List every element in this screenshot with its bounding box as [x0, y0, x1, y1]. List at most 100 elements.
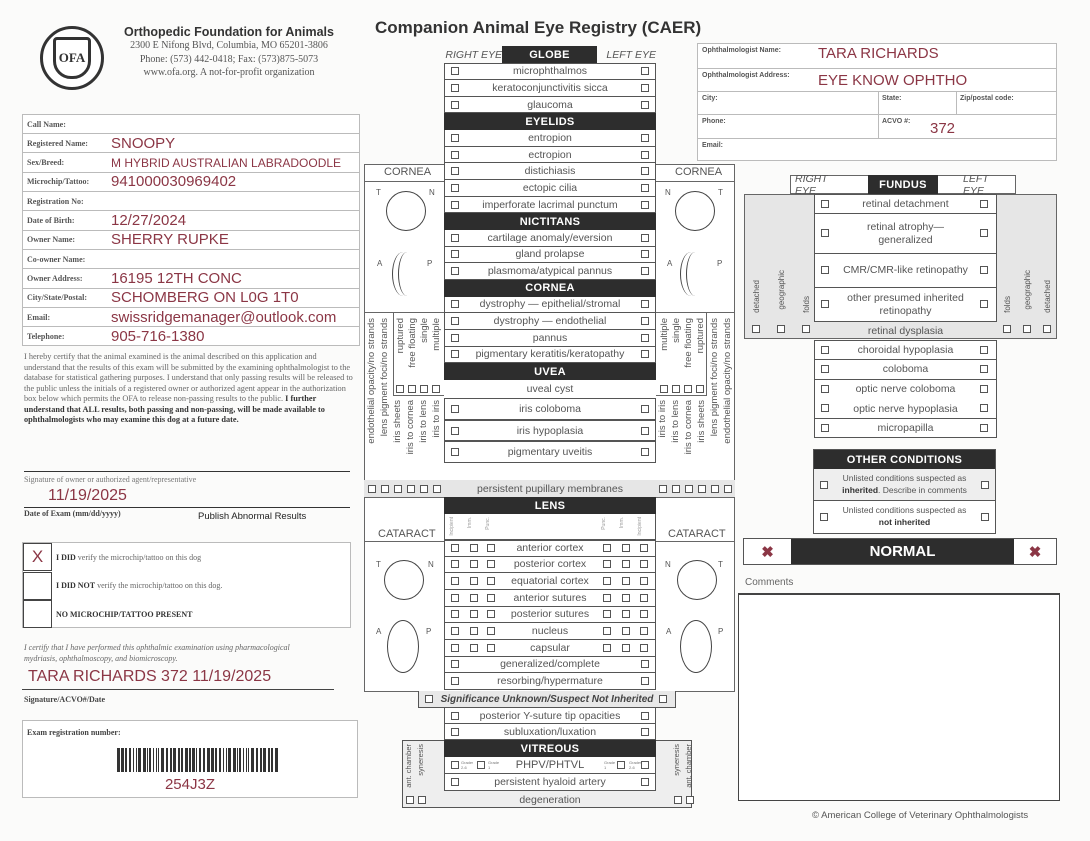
right-eye-grade-checkbox[interactable]	[470, 610, 478, 619]
oph-address-value[interactable]: EYE KNOW OPHTHO	[818, 72, 968, 89]
left-eye-checkbox[interactable]	[980, 346, 988, 354]
cyst-type-right-checkbox[interactable]	[396, 385, 404, 393]
field-value[interactable]: SNOOPY	[111, 134, 176, 152]
right-eye-grade-checkbox[interactable]	[451, 560, 459, 569]
normal-right-checkbox[interactable]: ✖	[744, 539, 791, 564]
oph-email-label[interactable]: Email:	[702, 142, 724, 149]
right-eye-checkbox[interactable]	[451, 150, 459, 159]
right-eye-grade-checkbox[interactable]	[451, 610, 459, 619]
left-eye-checkbox[interactable]	[641, 317, 649, 326]
left-eye-grade-checkbox[interactable]	[603, 544, 611, 553]
oph-zip-label[interactable]: Zip/postal code:	[956, 92, 1014, 114]
left-eye-checkbox[interactable]	[641, 250, 649, 259]
left-eye-checkbox[interactable]	[641, 300, 649, 309]
right-eye-checkbox[interactable]	[821, 200, 829, 208]
field-value[interactable]: 941000030969402	[111, 173, 237, 191]
field-value[interactable]: 905-716-1380	[111, 327, 205, 345]
right-eye-checkbox[interactable]	[451, 133, 459, 142]
ppm-right-checkbox[interactable]	[381, 485, 389, 493]
left-eye-grade-checkbox[interactable]	[622, 593, 630, 602]
left-eye-checkbox[interactable]	[980, 384, 988, 393]
left-eye-checkbox[interactable]	[641, 267, 649, 276]
left-eye-checkbox[interactable]	[641, 233, 649, 242]
ppm-right-checkbox[interactable]	[394, 485, 402, 493]
left-eye-checkbox[interactable]	[641, 711, 649, 720]
left-eye-checkbox[interactable]	[641, 448, 649, 456]
right-eye-checkbox[interactable]	[451, 426, 459, 435]
left-eye-grade-checkbox[interactable]	[640, 577, 648, 586]
cornea-right-crescent[interactable]	[392, 252, 414, 296]
field-value[interactable]: SHERRY RUPKE	[111, 231, 229, 249]
right-eye-grade-checkbox[interactable]	[451, 544, 459, 553]
ophthalmologist-signature[interactable]: TARA RICHARDS 372 11/19/2025	[28, 668, 272, 685]
right-eye-grade-checkbox[interactable]	[487, 544, 495, 553]
right-eye-grade-checkbox[interactable]	[451, 577, 459, 586]
right-eye-checkbox[interactable]	[451, 250, 459, 259]
oph-acvo-value[interactable]: 372	[930, 120, 956, 137]
cyst-type-right-checkbox[interactable]	[420, 385, 428, 393]
left-eye-checkbox[interactable]	[641, 405, 649, 413]
ppm-left-checkbox[interactable]	[672, 485, 680, 493]
left-eye-checkbox[interactable]	[641, 83, 649, 92]
right-eye-checkbox[interactable]	[451, 448, 459, 456]
dysplasia-right-checkbox[interactable]	[802, 325, 810, 333]
dysplasia-right-checkbox[interactable]	[752, 325, 760, 333]
left-eye-grade-checkbox[interactable]	[603, 577, 611, 586]
right-eye-grade-checkbox[interactable]	[487, 643, 495, 652]
left-eye-checkbox[interactable]	[980, 424, 988, 433]
left-eye-grade-checkbox[interactable]	[622, 577, 630, 586]
right-eye-checkbox[interactable]	[451, 83, 459, 92]
cyst-type-left-checkbox[interactable]	[672, 385, 680, 393]
right-eye-grade-checkbox[interactable]	[470, 577, 478, 586]
right-eye-grade-checkbox[interactable]	[470, 544, 478, 553]
vitreous-side-checkbox[interactable]	[418, 796, 426, 804]
right-eye-grade-checkbox[interactable]	[487, 627, 495, 636]
right-eye-checkbox[interactable]	[451, 200, 459, 209]
left-eye-grade-checkbox[interactable]	[603, 560, 611, 569]
right-eye-checkbox[interactable]	[821, 229, 829, 237]
left-eye-checkbox[interactable]	[641, 150, 649, 159]
ppm-right-checkbox[interactable]	[407, 485, 415, 493]
field-value[interactable]: swissridgemanager@outlook.com	[111, 308, 337, 326]
cornea-left-crescent[interactable]	[680, 252, 702, 296]
cornea-right-circle[interactable]	[386, 191, 426, 231]
right-eye-checkbox[interactable]	[451, 660, 459, 669]
left-eye-checkbox[interactable]	[980, 200, 988, 208]
cyst-type-left-checkbox[interactable]	[660, 385, 668, 393]
right-eye-checkbox[interactable]	[451, 67, 459, 76]
right-eye-grade-checkbox[interactable]	[487, 560, 495, 569]
phpv-right-grade1-checkbox[interactable]	[477, 761, 485, 769]
dysplasia-left-checkbox[interactable]	[1043, 325, 1051, 333]
field-value[interactable]: SCHOMBERG ON L0G 1T0	[111, 289, 299, 307]
ppm-left-checkbox[interactable]	[685, 485, 693, 493]
left-eye-checkbox[interactable]	[641, 350, 649, 359]
unlisted-not-inherited-right-checkbox[interactable]	[820, 513, 828, 521]
comments-box[interactable]	[738, 593, 1060, 801]
ppm-right-checkbox[interactable]	[368, 485, 376, 493]
oph-phone-label[interactable]: Phone:	[702, 118, 726, 125]
left-eye-grade-checkbox[interactable]	[603, 627, 611, 636]
right-eye-checkbox[interactable]	[451, 778, 459, 786]
right-eye-checkbox[interactable]	[821, 404, 829, 413]
left-eye-checkbox[interactable]	[641, 183, 649, 192]
right-eye-checkbox[interactable]	[451, 711, 459, 720]
left-eye-grade-checkbox[interactable]	[622, 610, 630, 619]
normal-left-checkbox[interactable]: ✖	[1014, 539, 1056, 564]
left-eye-checkbox[interactable]	[641, 660, 649, 669]
left-eye-checkbox[interactable]	[980, 300, 988, 308]
cataract-right-oval[interactable]	[387, 620, 419, 673]
verification-checkbox[interactable]	[23, 600, 52, 628]
left-eye-grade-checkbox[interactable]	[640, 560, 648, 569]
left-eye-checkbox[interactable]	[641, 100, 649, 109]
right-eye-checkbox[interactable]	[821, 364, 829, 373]
left-eye-checkbox[interactable]	[980, 229, 988, 237]
right-eye-checkbox[interactable]	[451, 167, 459, 176]
left-eye-checkbox[interactable]	[659, 695, 667, 703]
ppm-left-checkbox[interactable]	[724, 485, 732, 493]
cyst-type-right-checkbox[interactable]	[432, 385, 440, 393]
right-eye-grade-checkbox[interactable]	[470, 560, 478, 569]
left-eye-checkbox[interactable]	[641, 778, 649, 786]
left-eye-checkbox[interactable]	[641, 67, 649, 76]
left-eye-checkbox[interactable]	[641, 200, 649, 209]
right-eye-checkbox[interactable]	[821, 384, 829, 393]
